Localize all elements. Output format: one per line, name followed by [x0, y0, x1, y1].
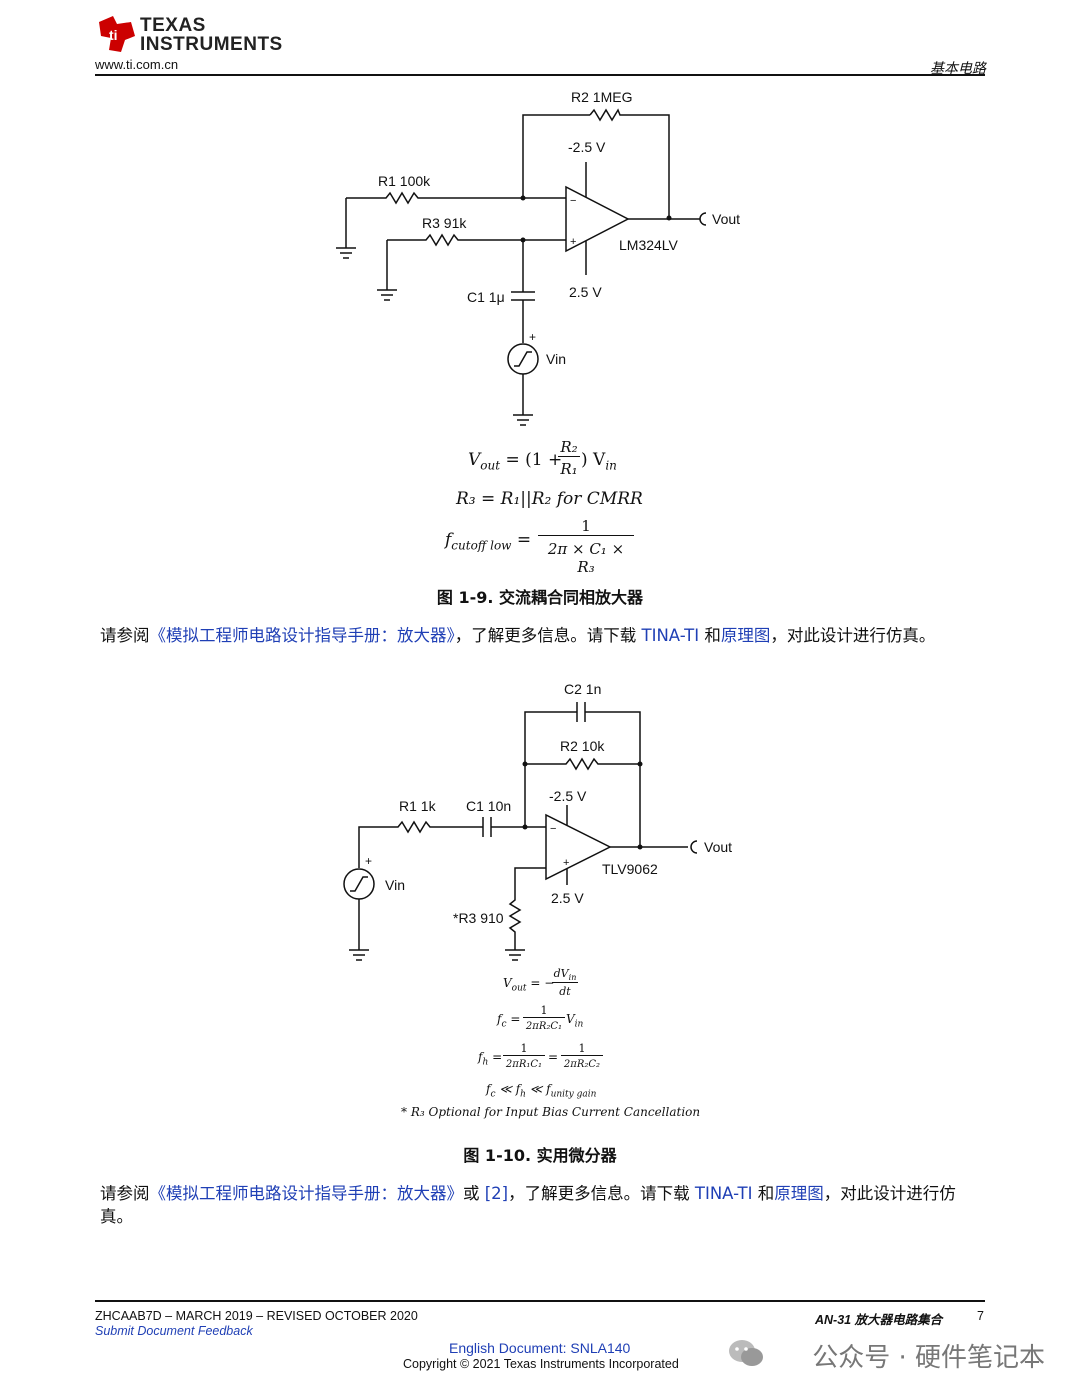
fig2-eq3-equals: =: [548, 1050, 559, 1064]
fig2-eq4: fc ≪ fh ≪ funity gain: [486, 1082, 597, 1100]
fig1-eq3-lhs: fcutoff low =: [445, 530, 532, 553]
fig1-eq3-den: 2π × C₁ × R₃: [547, 540, 625, 576]
fig2-eq1-lhs: Vout = −: [503, 976, 555, 994]
copyright: Copyright © 2021 Texas Instruments Incor…: [403, 1357, 679, 1371]
fig2-eq3-num1: 1: [503, 1042, 545, 1056]
vout-label-2: Vout: [704, 839, 732, 855]
guide-link[interactable]: 《模拟工程师电路设计指导手册：放大器》: [149, 626, 455, 645]
tina-ti-link[interactable]: TINA-TI: [641, 626, 700, 645]
paragraph-2: 请参阅《模拟工程师电路设计指导手册：放大器》或 [2]，了解更多信息。请下载 T…: [100, 1184, 956, 1226]
r1-label: R1 100k: [378, 173, 431, 189]
fig2-eq2-num: 1: [523, 1004, 565, 1018]
opamp-plus: +: [570, 236, 576, 248]
tina-ti-link-2[interactable]: TINA-TI: [694, 1184, 753, 1203]
guide-link-2[interactable]: 《模拟工程师电路设计指导手册：放大器》: [149, 1184, 464, 1203]
schematic-1: R2 1MEG -2.5 V R1 100k R3 91k Vout LM324…: [336, 89, 740, 426]
opamp-label: LM324LV: [619, 237, 679, 253]
fig1-eq2: R₃ = R₁||R₂ for CMRR: [456, 489, 643, 509]
source-plus: +: [529, 330, 536, 344]
paragraph-1: 请参阅《模拟工程师电路设计指导手册：放大器》，了解更多信息。请下载 TINA-T…: [100, 626, 936, 645]
fig1-eq1-num: R₂: [558, 438, 580, 457]
fig2-eq3-den1: 2πR₁C₁: [505, 1059, 543, 1070]
r2-label: R2 1MEG: [571, 89, 632, 105]
brand-line2: INSTRUMENTS: [140, 34, 283, 55]
fig2-eq2-den: 2πR₂C₁: [525, 1021, 563, 1032]
schematic-link-2[interactable]: 原理图: [774, 1184, 824, 1203]
doc-title: AN-31 放大器电路集合: [815, 1313, 943, 1327]
svg-text:ti: ti: [109, 27, 118, 43]
c1-label: C1 1μ: [467, 289, 505, 305]
footer-rule: [95, 1300, 985, 1302]
ti-logo-icon: ti: [99, 16, 135, 52]
vin-label: Vin: [546, 351, 566, 367]
fig1-eq3-num: 1: [538, 517, 634, 536]
r2-label-2: R2 10k: [560, 738, 605, 754]
pos-supply-label: 2.5 V: [569, 284, 602, 300]
ti-logo: ti: [95, 12, 295, 60]
fig2-eq1-den: dt: [559, 985, 571, 998]
pos-supply-label-2: 2.5 V: [551, 890, 584, 906]
r3-label-2: *R3 910: [453, 910, 504, 926]
source-plus-2: +: [365, 854, 372, 868]
figure2-caption: 图 1-10. 实用微分器: [463, 1146, 617, 1165]
reference-2-link[interactable]: [2]: [484, 1184, 509, 1203]
fig2-eq5: * R₃ Optional for Input Bias Current Can…: [401, 1105, 701, 1119]
fig2-eq1-num: dVin: [552, 967, 578, 984]
schematic-2: C2 1n R2 10k R1 1k C1 10n -2.5 V Vout TL…: [343, 681, 732, 961]
fig2-eq2-lhs: fc =: [497, 1012, 521, 1030]
c2-label: C2 1n: [564, 681, 601, 697]
section-title: 基本电路: [930, 61, 986, 77]
feedback-link[interactable]: Submit Document Feedback: [95, 1324, 253, 1338]
fig1-eq1-rhs: ) Vin: [581, 450, 617, 473]
opamp-minus-2: −: [550, 823, 556, 835]
english-doc-link[interactable]: English Document: SNLA140: [449, 1340, 631, 1356]
r1-label-2: R1 1k: [399, 798, 437, 814]
opamp-plus-2: +: [563, 857, 569, 869]
opamp-label-2: TLV9062: [602, 861, 658, 877]
c1-label-2: C1 10n: [466, 798, 511, 814]
opamp-minus: −: [570, 195, 576, 207]
fig1-eq1: Vout = (1 +: [468, 450, 563, 473]
neg-supply-label: -2.5 V: [568, 139, 606, 155]
vin-label-2: Vin: [385, 877, 405, 893]
figure1-caption: 图 1-9. 交流耦合同相放大器: [436, 588, 644, 607]
neg-supply-label-2: -2.5 V: [549, 788, 587, 804]
header-rule: [95, 74, 985, 76]
fig2-eq2-rhs: Vin: [566, 1012, 584, 1030]
brand-line1: TEXAS: [140, 15, 206, 36]
watermark: 公众号 · 硬件笔记本: [812, 1343, 1045, 1373]
page-number: 7: [977, 1309, 984, 1323]
wechat-icon: [727, 1338, 765, 1370]
fig1-eq1-den: R₁: [560, 460, 578, 478]
vout-label: Vout: [712, 211, 740, 227]
doc-id: ZHCAAB7D – MARCH 2019 – REVISED OCTOBER …: [95, 1309, 418, 1323]
r3-label: R3 91k: [422, 215, 467, 231]
fig2-eq3-lhs: fh =: [478, 1050, 503, 1068]
site-url[interactable]: www.ti.com.cn: [95, 57, 179, 72]
fig2-eq3-den2: 2πR₂C₂: [563, 1059, 601, 1070]
schematic-link[interactable]: 原理图: [720, 626, 771, 645]
fig2-eq3-num2: 1: [561, 1042, 603, 1056]
